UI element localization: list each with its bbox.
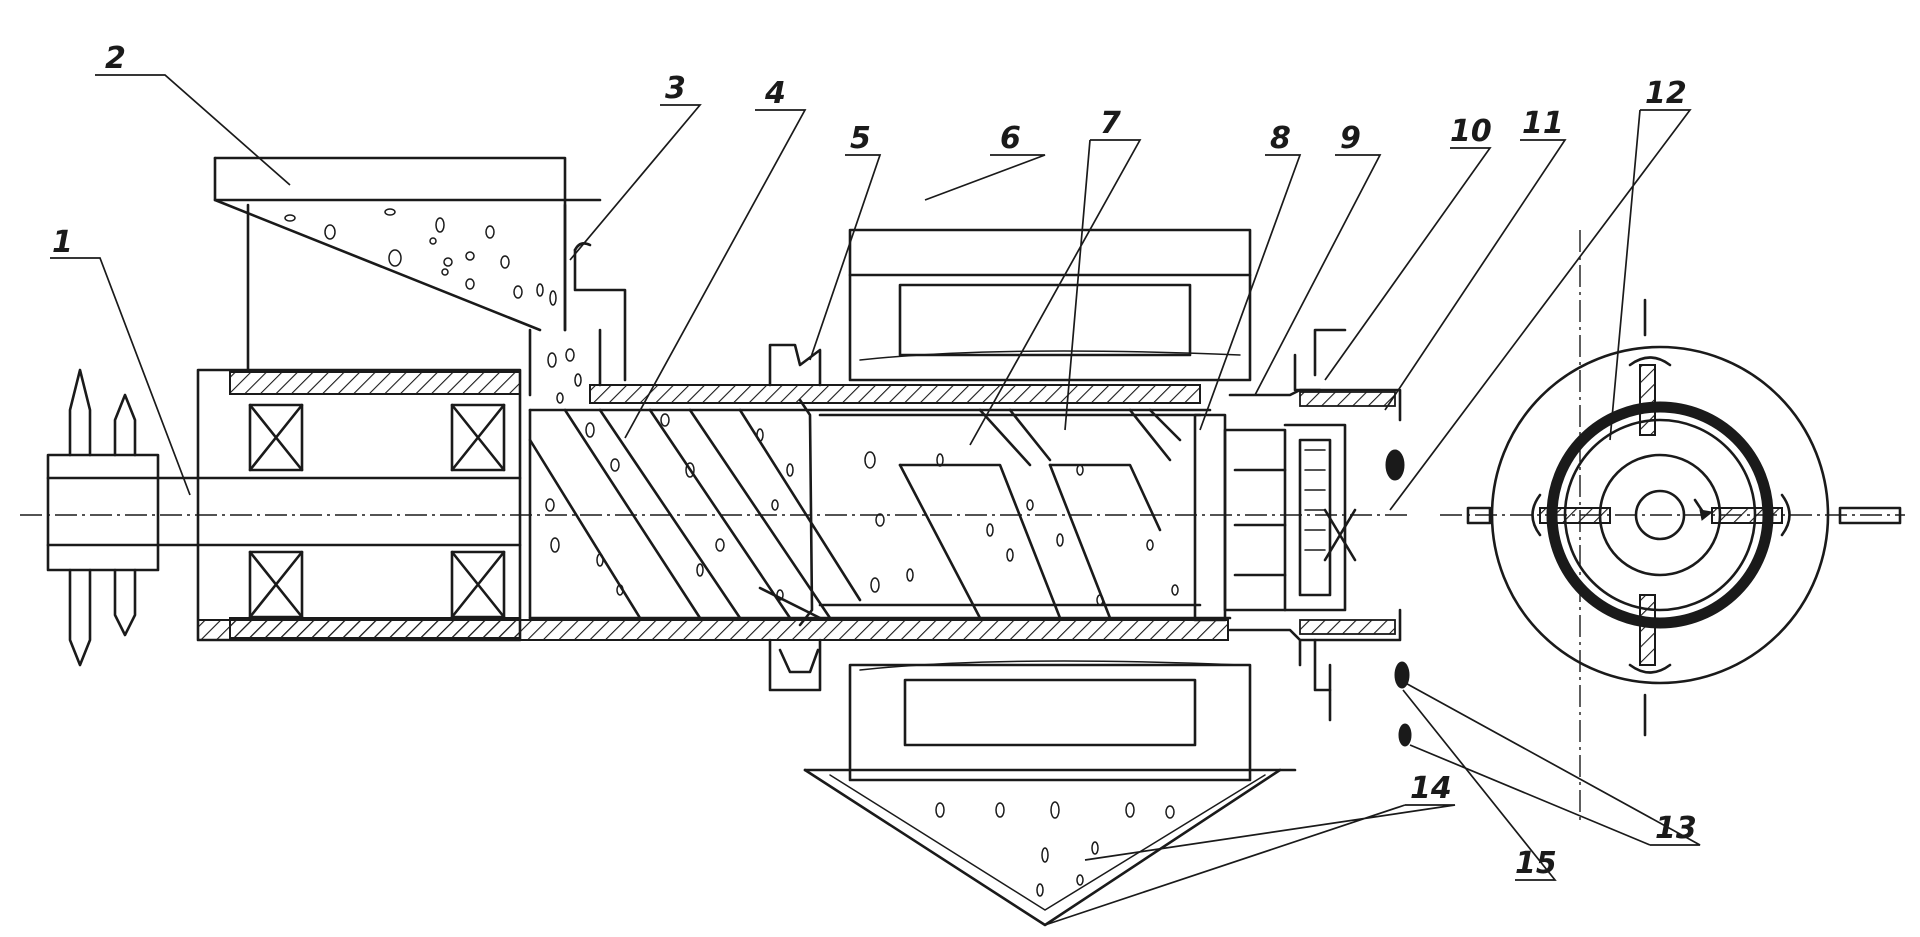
callout-4: 4: [764, 76, 786, 111]
heater-jacket: [848, 228, 1252, 782]
callout-5: 5: [850, 121, 871, 156]
callout-7: 7: [1100, 106, 1121, 141]
die-plate: [1193, 413, 1287, 622]
leader-lines: [50, 74, 1701, 926]
barrel: [197, 384, 1232, 641]
callout-2: 2: [105, 41, 126, 76]
product-chute: [803, 768, 1297, 927]
feed-throat: [528, 242, 627, 404]
end-view: [1440, 230, 1905, 820]
feed-hopper: [213, 156, 602, 372]
callout-8: 8: [1270, 121, 1291, 156]
callout-6: 6: [1000, 121, 1021, 156]
callout-13: 13: [1655, 811, 1697, 846]
drive-shaft: [46, 368, 522, 667]
mixing-zone: [818, 408, 1202, 620]
callout-11: 11: [1522, 106, 1564, 141]
callout-10: 10: [1450, 114, 1492, 149]
callout-1: 1: [52, 225, 73, 260]
feed-screw: [528, 408, 862, 620]
pellets: [1385, 449, 1412, 747]
callout-15: 15: [1515, 846, 1557, 881]
callout-3: 3: [665, 71, 686, 106]
cutter-knife: [1293, 328, 1347, 722]
callout-labels: 1 2 3 4 5 6 7 8 9 10 11 12 13 14 15: [52, 41, 1697, 881]
callout-9: 9: [1340, 121, 1361, 156]
callout-12: 12: [1645, 76, 1687, 111]
callout-14: 14: [1410, 771, 1452, 806]
flange: [768, 343, 822, 692]
bearing-housing: [196, 368, 522, 642]
